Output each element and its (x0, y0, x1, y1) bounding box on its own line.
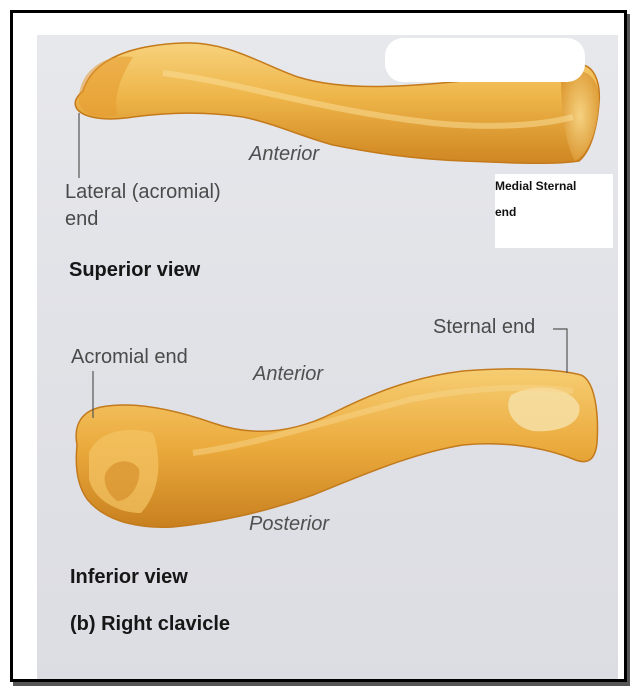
medial-label-line2: end (495, 204, 613, 220)
figure-frame: Anterior Lateral (acromial) end Medial S… (10, 10, 627, 682)
medial-sternal-end-label: Medial Sternal end (495, 174, 613, 248)
acromial-end-label: Acromial end (71, 344, 188, 370)
inferior-view-clavicle (76, 369, 597, 527)
sternal-end-label: Sternal end (433, 314, 535, 340)
superior-view-heading: Superior view (69, 257, 200, 283)
inferior-view-heading: Inferior view (70, 564, 188, 590)
medial-label-line1: Medial Sternal (495, 178, 613, 194)
inferior-anterior-label: Anterior (253, 361, 323, 387)
superior-anterior-label: Anterior (249, 141, 319, 167)
posterior-label: Posterior (249, 511, 329, 537)
lateral-end-label-line1: Lateral (acromial) (65, 179, 221, 205)
label-cover-patch (385, 38, 585, 82)
sternal-end-leader-line (553, 329, 567, 373)
figure-caption: (b) Right clavicle (70, 611, 230, 637)
lateral-end-label-line2: end (65, 206, 98, 232)
